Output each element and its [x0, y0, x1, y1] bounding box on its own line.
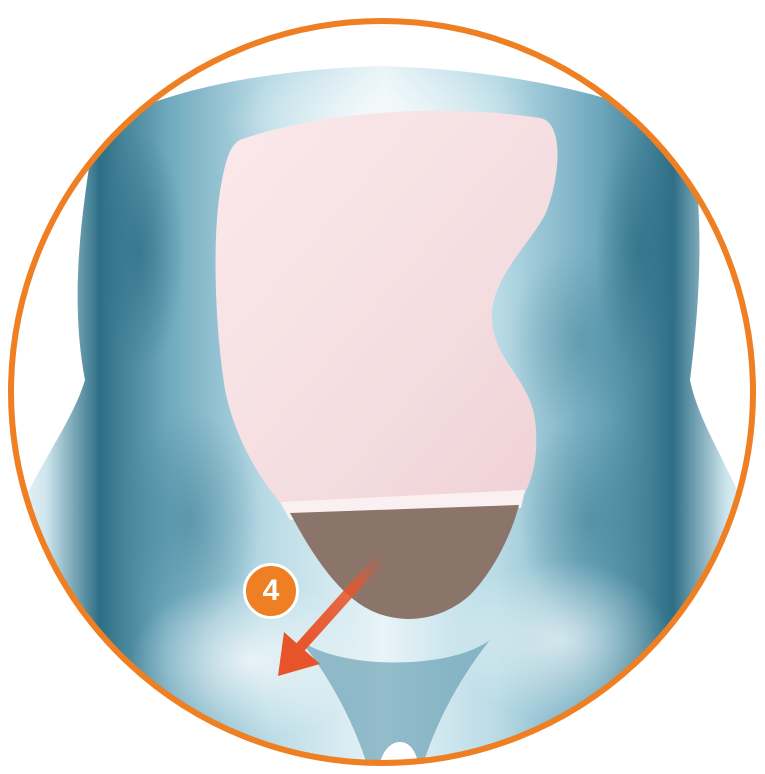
step-number-label: 4 [263, 576, 280, 606]
step-number-badge: 4 [243, 563, 299, 619]
